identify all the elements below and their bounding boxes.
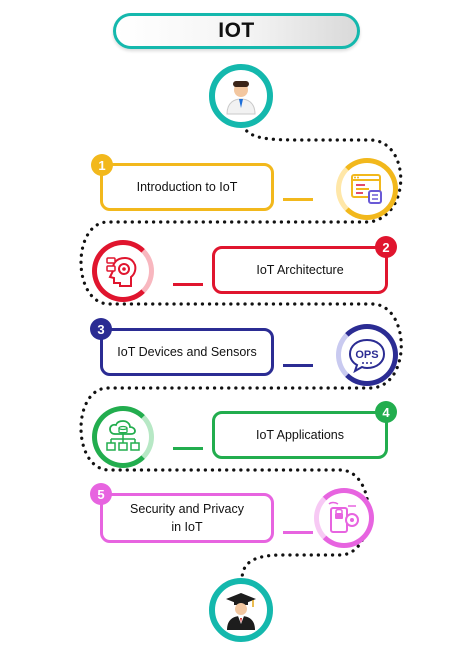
step-2-label: IoT Architecture: [256, 263, 344, 277]
step-5-box: Security and Privacy in IoT: [100, 493, 274, 543]
step-2-badge: 2: [375, 236, 397, 258]
graduate-icon: [226, 593, 256, 630]
ops-bubble-icon: OPS: [348, 338, 386, 373]
title-text: IOT: [218, 19, 255, 42]
step-4-label: IoT Applications: [255, 428, 345, 442]
svg-text:OPS: OPS: [355, 349, 378, 361]
step-4-box: IoT Applications: [212, 411, 388, 459]
cloud-network-icon: [106, 420, 140, 451]
step-4-badge: 4: [375, 401, 397, 423]
step-5-icon-circle: [314, 488, 374, 548]
code-window-icon: [351, 174, 382, 204]
step-5-connector: [283, 531, 313, 534]
graduate-circle: [209, 578, 273, 642]
step-1-label: Introduction to IoT: [136, 180, 238, 194]
step-1-badge: 1: [91, 154, 113, 176]
step-3-label: IoT Devices and Sensors: [117, 345, 257, 359]
step-1-connector: [283, 198, 313, 201]
ai-head-icon: [106, 256, 137, 287]
step-5-badge: 5: [90, 483, 112, 505]
step-1-icon-circle: [336, 158, 398, 220]
step-2-connector: [173, 283, 203, 286]
step-4-connector: [173, 447, 203, 450]
security-settings-icon: [328, 501, 359, 533]
step-1-box: Introduction to IoT: [100, 163, 274, 211]
person-icon: [226, 81, 256, 115]
step-3-box: IoT Devices and Sensors: [100, 328, 274, 376]
step-5-label-line2: in IoT: [171, 520, 203, 534]
title-pill: IOT: [113, 13, 360, 49]
step-3-badge: 3: [90, 318, 112, 340]
step-5-label-line1: Security and Privacy: [130, 502, 244, 516]
step-4-icon-circle: [92, 406, 154, 468]
step-3-icon-circle: OPS: [336, 324, 398, 386]
person-circle: [209, 64, 273, 128]
step-2-icon-circle: [92, 240, 154, 302]
step-2-box: IoT Architecture: [212, 246, 388, 294]
step-3-connector: [283, 364, 313, 367]
